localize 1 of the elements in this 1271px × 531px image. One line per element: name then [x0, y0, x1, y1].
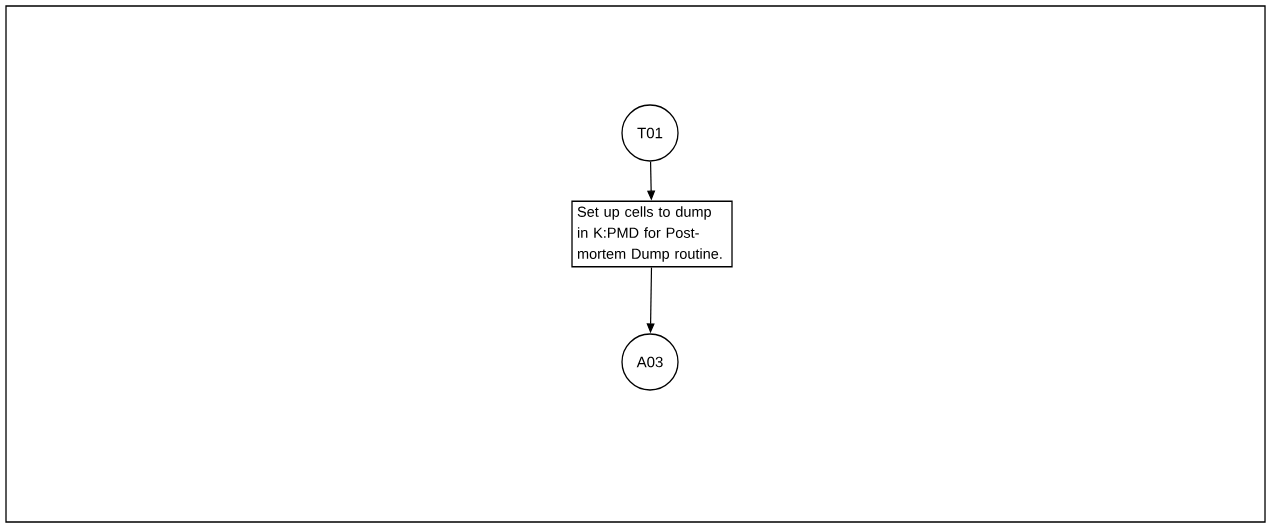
process-box: Set up cells to dump in K:PMD for Post-mortem Dump routine.	[571, 200, 733, 268]
